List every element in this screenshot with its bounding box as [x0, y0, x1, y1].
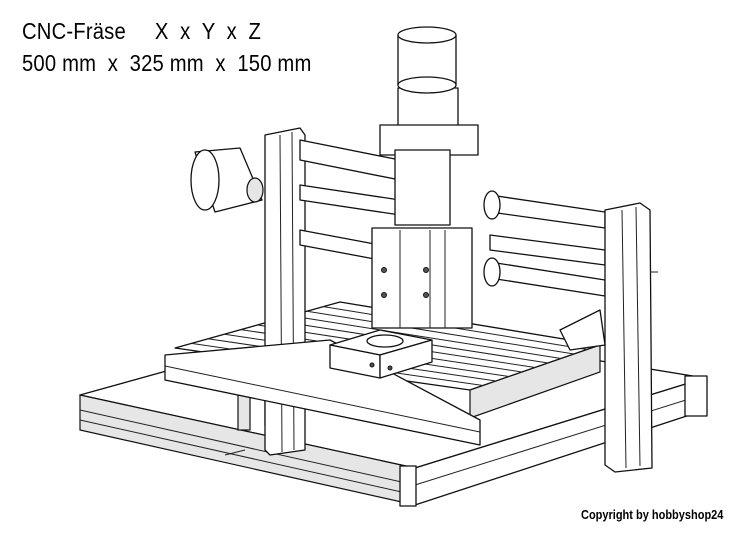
z-axis-motor	[397, 26, 457, 94]
copyright-notice: Copyright by hobbyshop24	[581, 508, 724, 522]
t-slot	[290, 315, 562, 359]
x-axis-motor	[190, 147, 264, 213]
spindle-holder	[329, 329, 433, 379]
front-beam	[164, 339, 481, 446]
title-dimensions: 500 mm x 325 mm x 150 mm	[22, 50, 312, 76]
t-slot	[306, 310, 575, 355]
z-axis-carriage	[371, 87, 479, 329]
title-machine-axes: CNC-Fräse X x Y x Z	[22, 18, 262, 44]
right-column	[559, 202, 658, 473]
guide-rods	[299, 139, 606, 297]
